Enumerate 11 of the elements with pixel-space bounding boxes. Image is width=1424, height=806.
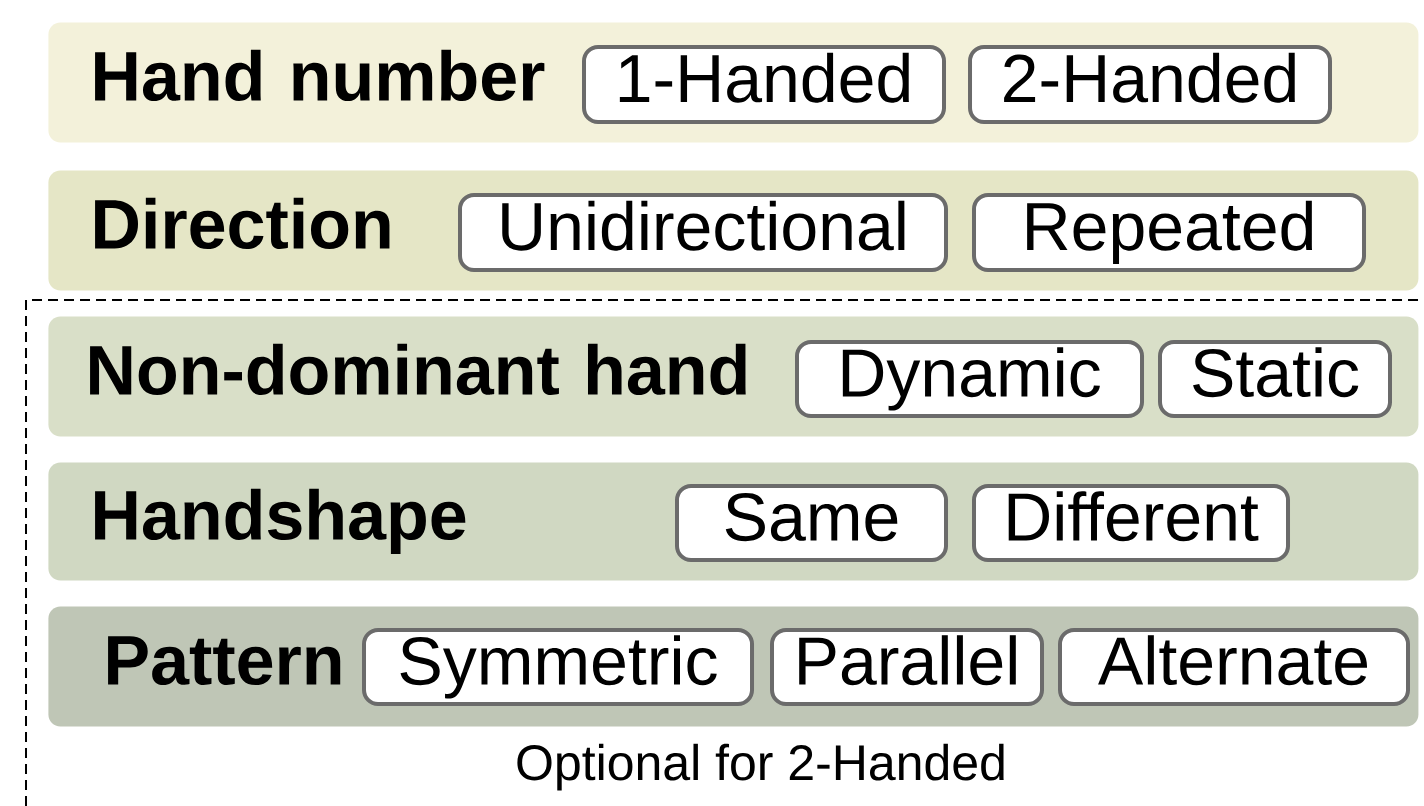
option-tag: 1-Handed: [582, 45, 946, 124]
option-tag: Symmetric: [362, 628, 754, 706]
option-tag: Static: [1158, 340, 1392, 418]
option-tag: 2-Handed: [968, 45, 1332, 124]
option-tag: Different: [972, 484, 1290, 562]
option-tag: Dynamic: [795, 340, 1144, 418]
option-tag: Alternate: [1058, 628, 1410, 706]
option-tag: Repeated: [972, 193, 1366, 272]
option-tag: Same: [675, 484, 948, 562]
option-tag: Unidirectional: [458, 193, 948, 272]
option-tag: Parallel: [770, 628, 1044, 706]
